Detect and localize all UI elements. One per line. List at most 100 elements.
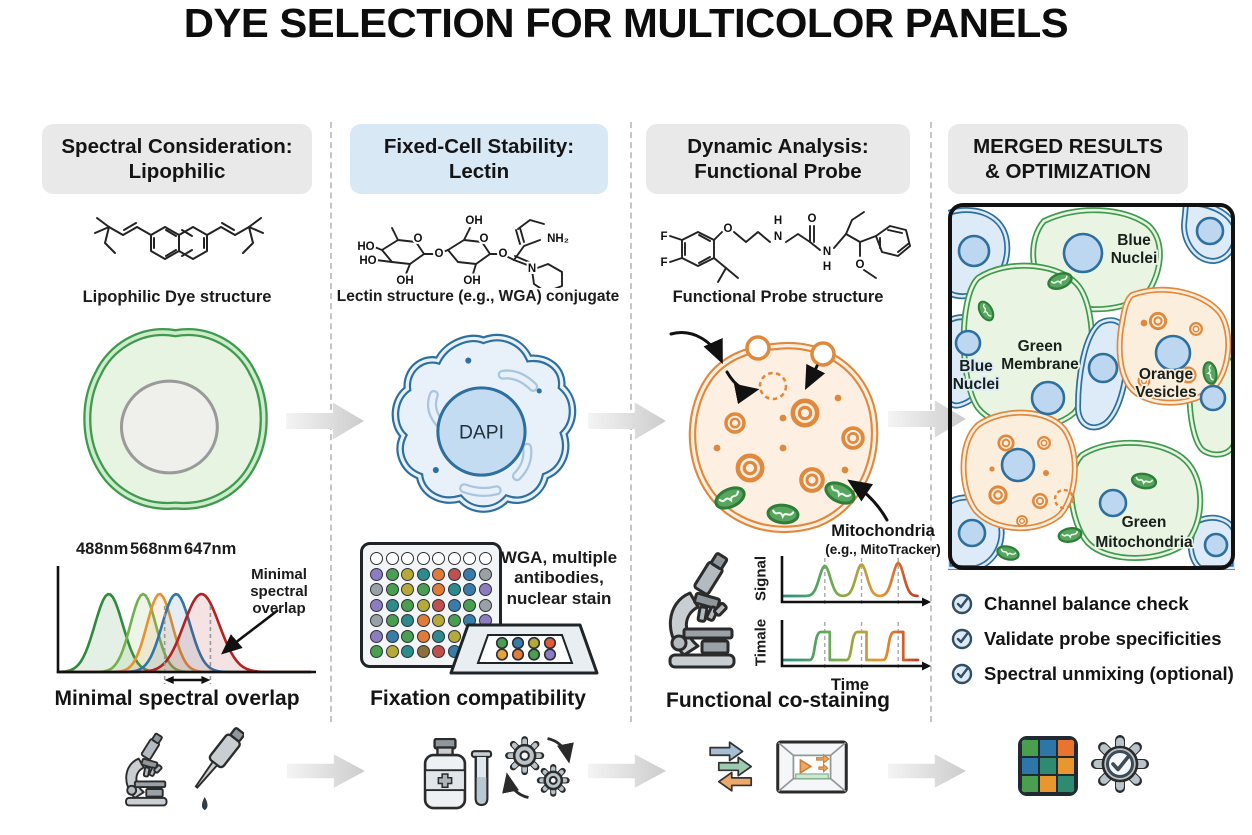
- plate-well: [416, 645, 430, 658]
- test-tube-icon: [470, 750, 493, 807]
- checklist-item: Channel balance check: [950, 592, 1189, 616]
- reagent-bottle-icon: [423, 738, 467, 810]
- uptake-arrow: [804, 363, 826, 391]
- plate-well: [463, 567, 476, 581]
- plate-well: [370, 552, 383, 565]
- dapi-label: DAPI: [459, 423, 504, 444]
- plate-well: [385, 614, 399, 627]
- plate-well: [385, 583, 399, 596]
- header-line: Functional Probe: [694, 160, 862, 183]
- plate-well: [416, 614, 430, 627]
- peak-label-488: 488nm: [76, 540, 129, 558]
- plate-well: [447, 629, 461, 643]
- grid-cell: [1057, 739, 1075, 757]
- annotation-arrow: [221, 608, 279, 655]
- plate-well: [463, 598, 476, 612]
- header-line: Lectin: [448, 160, 510, 183]
- atom-label: HO: [357, 241, 374, 253]
- plate-well: [370, 645, 383, 658]
- mitochondria-annotation-sub: (e.g., MitoTracker): [825, 542, 940, 557]
- gear-icon: [505, 736, 545, 776]
- plate-well: [385, 629, 399, 643]
- plate-well: [432, 645, 445, 658]
- atom-label: HO: [359, 255, 376, 267]
- peak-label-568: 568nm: [130, 540, 183, 558]
- check-circle-icon: [951, 628, 973, 650]
- atom-label: OH: [463, 275, 480, 287]
- plate-side-note: WGA, multiple antibodies, nuclear stain: [500, 548, 618, 609]
- atom-label: OH: [396, 275, 413, 287]
- plate-well: [432, 583, 445, 596]
- atom-label: OH: [465, 215, 482, 227]
- header-spectral-consideration: Spectral Consideration: Lipophilic: [42, 124, 312, 194]
- structure-label: Lipophilic Dye structure: [82, 288, 272, 306]
- plate-well: [370, 629, 383, 643]
- plate-well: [432, 614, 445, 627]
- atom-label: O: [856, 259, 865, 271]
- grid-cell: [1021, 775, 1039, 793]
- plate-well: [432, 567, 445, 581]
- gear-icon: [536, 763, 570, 797]
- plate-well: [478, 598, 492, 612]
- atom-label: O: [499, 248, 508, 260]
- play-icon: [799, 758, 813, 775]
- stained-slide: [449, 623, 599, 675]
- header-line: Fixed-Cell Stability:: [383, 135, 575, 158]
- microscope-icon: [668, 550, 736, 669]
- structure-label: Functional Probe structure: [672, 288, 884, 306]
- plate-well: [416, 567, 430, 581]
- plate-well: [370, 583, 383, 596]
- header-line: MERGED RESULTS: [973, 135, 1163, 158]
- atom-label: O: [414, 233, 423, 245]
- atom-label: O: [808, 213, 817, 225]
- uptake-arrow: [669, 331, 723, 365]
- atom-label: H: [774, 215, 782, 227]
- gear-check-icon: [1091, 735, 1149, 793]
- merged-label: Vesicles: [1135, 384, 1196, 401]
- chart-axes: [56, 566, 316, 674]
- overlap-annotation: Minimal spectral overlap: [250, 566, 308, 618]
- atom-label: F: [660, 231, 667, 243]
- header-line: Lipophilic: [128, 160, 226, 183]
- structure-label: Lectin structure (e.g., WGA) conjugate: [336, 288, 620, 305]
- cycle-arrow: [502, 772, 529, 799]
- costaining-plots: Signal Timale Time: [750, 552, 942, 694]
- plate-well: [401, 567, 414, 581]
- arrow-right-icon: [287, 754, 365, 788]
- dapi-stained-cell: DAPI: [391, 333, 577, 513]
- plate-well: [385, 567, 399, 581]
- checklist-text: Spectral unmixing (optional): [984, 663, 1234, 684]
- check-circle-icon: [951, 663, 973, 685]
- pipette-icon: [194, 727, 244, 811]
- cycle-arrow: [547, 737, 574, 764]
- plate-well: [370, 614, 383, 627]
- endocytic-pit: [745, 335, 771, 361]
- plate-well: [432, 598, 445, 612]
- header-fixed-cell-stability: Fixed-Cell Stability: Lectin: [350, 124, 608, 194]
- plate-well: [401, 552, 414, 565]
- plate-well: [401, 614, 414, 627]
- arrow-right-icon: [888, 754, 966, 788]
- atom-label: NH₂: [547, 233, 569, 245]
- header-line: Spectral Consideration:: [61, 135, 293, 158]
- plate-well: [401, 629, 414, 643]
- header-line: Dynamic Analysis:: [687, 135, 869, 158]
- atom-label: N: [774, 231, 782, 243]
- grid-cell: [1039, 739, 1057, 757]
- plate-well: [385, 552, 399, 565]
- checklist-item: Validate probe specificities: [950, 627, 1222, 651]
- plate-well: [370, 598, 383, 612]
- color-grid-icon: [1018, 736, 1078, 796]
- atom-label: O: [724, 223, 733, 235]
- plate-well: [447, 552, 461, 565]
- uptake-arrow: [725, 370, 760, 405]
- plate-well: [401, 583, 414, 596]
- lectin-structure: HO HO OH OH O O OH O O N NH₂: [355, 213, 571, 288]
- side-note-line: nuclear stain: [506, 588, 612, 608]
- signal-axis-label: Signal: [752, 556, 770, 602]
- plate-well: [432, 552, 445, 565]
- plate-well: [401, 598, 414, 612]
- gears-cycle-icon: [502, 736, 574, 799]
- merged-label: Green: [1018, 338, 1063, 355]
